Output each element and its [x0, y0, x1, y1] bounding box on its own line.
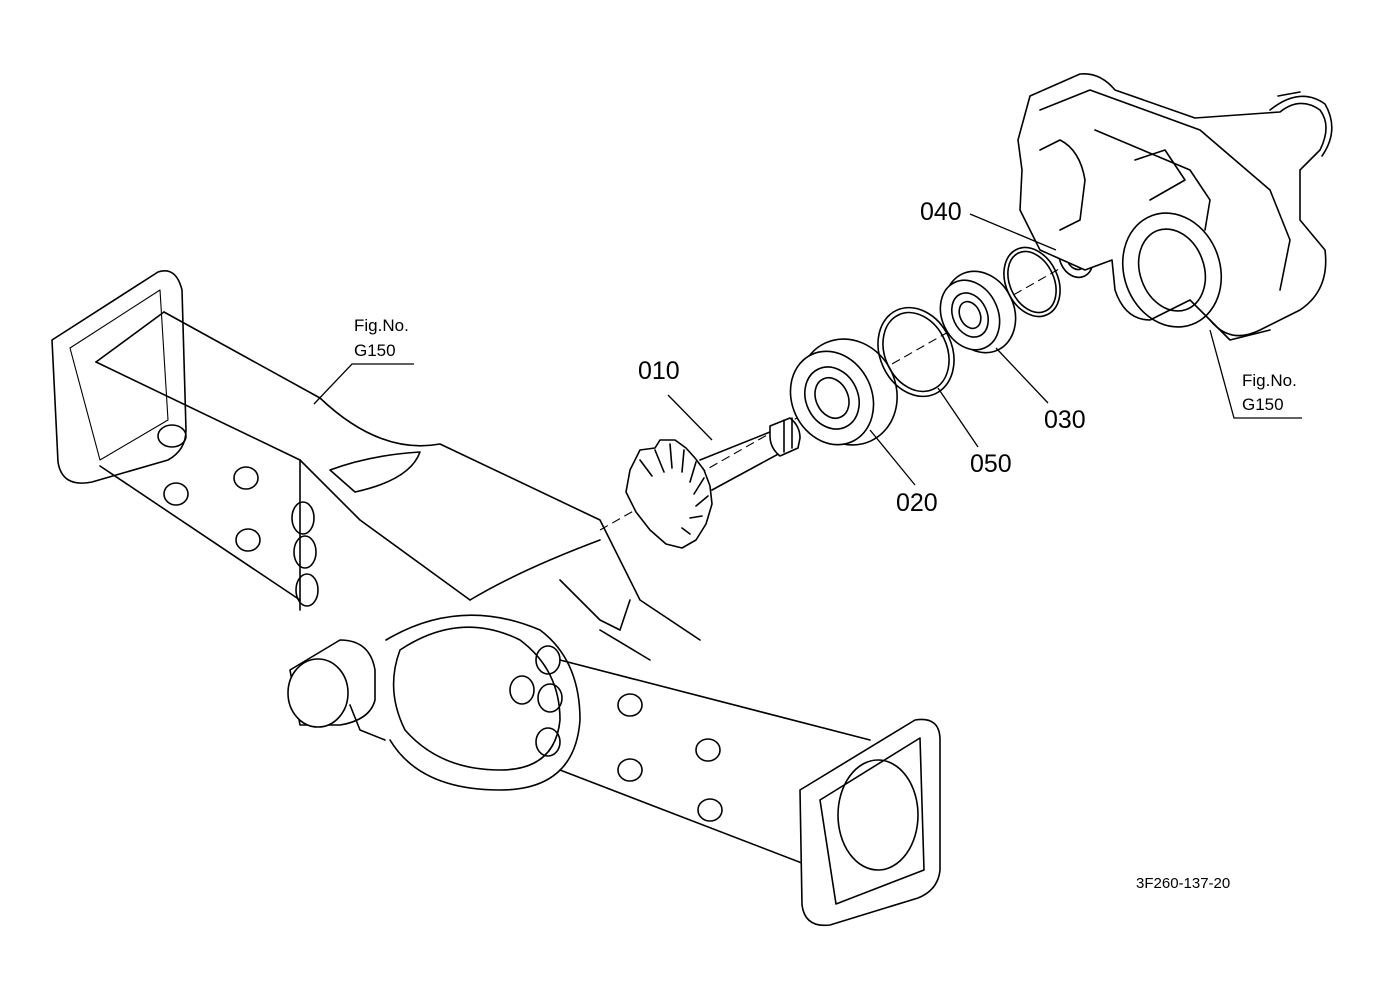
part-label-050: 050	[970, 450, 1012, 478]
leader-030	[995, 347, 1049, 404]
fig-ref-left-line2: G150	[354, 341, 396, 360]
leader-fig-left	[313, 363, 414, 405]
part-label-020: 020	[896, 489, 938, 517]
snap-ring-icon	[877, 306, 955, 398]
fig-ref-left-line1: Fig.No.	[354, 316, 409, 335]
leader-050	[937, 387, 979, 448]
snap-ring-icon	[1003, 246, 1061, 318]
part-label-040: 040	[920, 198, 962, 226]
leader-040	[969, 213, 1057, 251]
leader-020	[869, 429, 916, 486]
drawing-code: 3F260-137-20	[1136, 875, 1230, 892]
ball-bearing-icon	[939, 270, 1017, 354]
bevel-pinion-gear-icon	[625, 417, 801, 549]
front-axle-housing-icon	[51, 270, 941, 927]
part-label-030: 030	[1044, 406, 1086, 434]
ball-bearing-icon	[789, 338, 898, 446]
fig-ref-right-line2: G150	[1242, 395, 1284, 414]
leader-010	[667, 394, 713, 441]
fig-ref-right-line1: Fig.No.	[1242, 371, 1297, 390]
gear-case-icon	[1017, 73, 1333, 341]
leader-fig-right	[1209, 329, 1302, 419]
part-label-010: 010	[638, 357, 680, 385]
